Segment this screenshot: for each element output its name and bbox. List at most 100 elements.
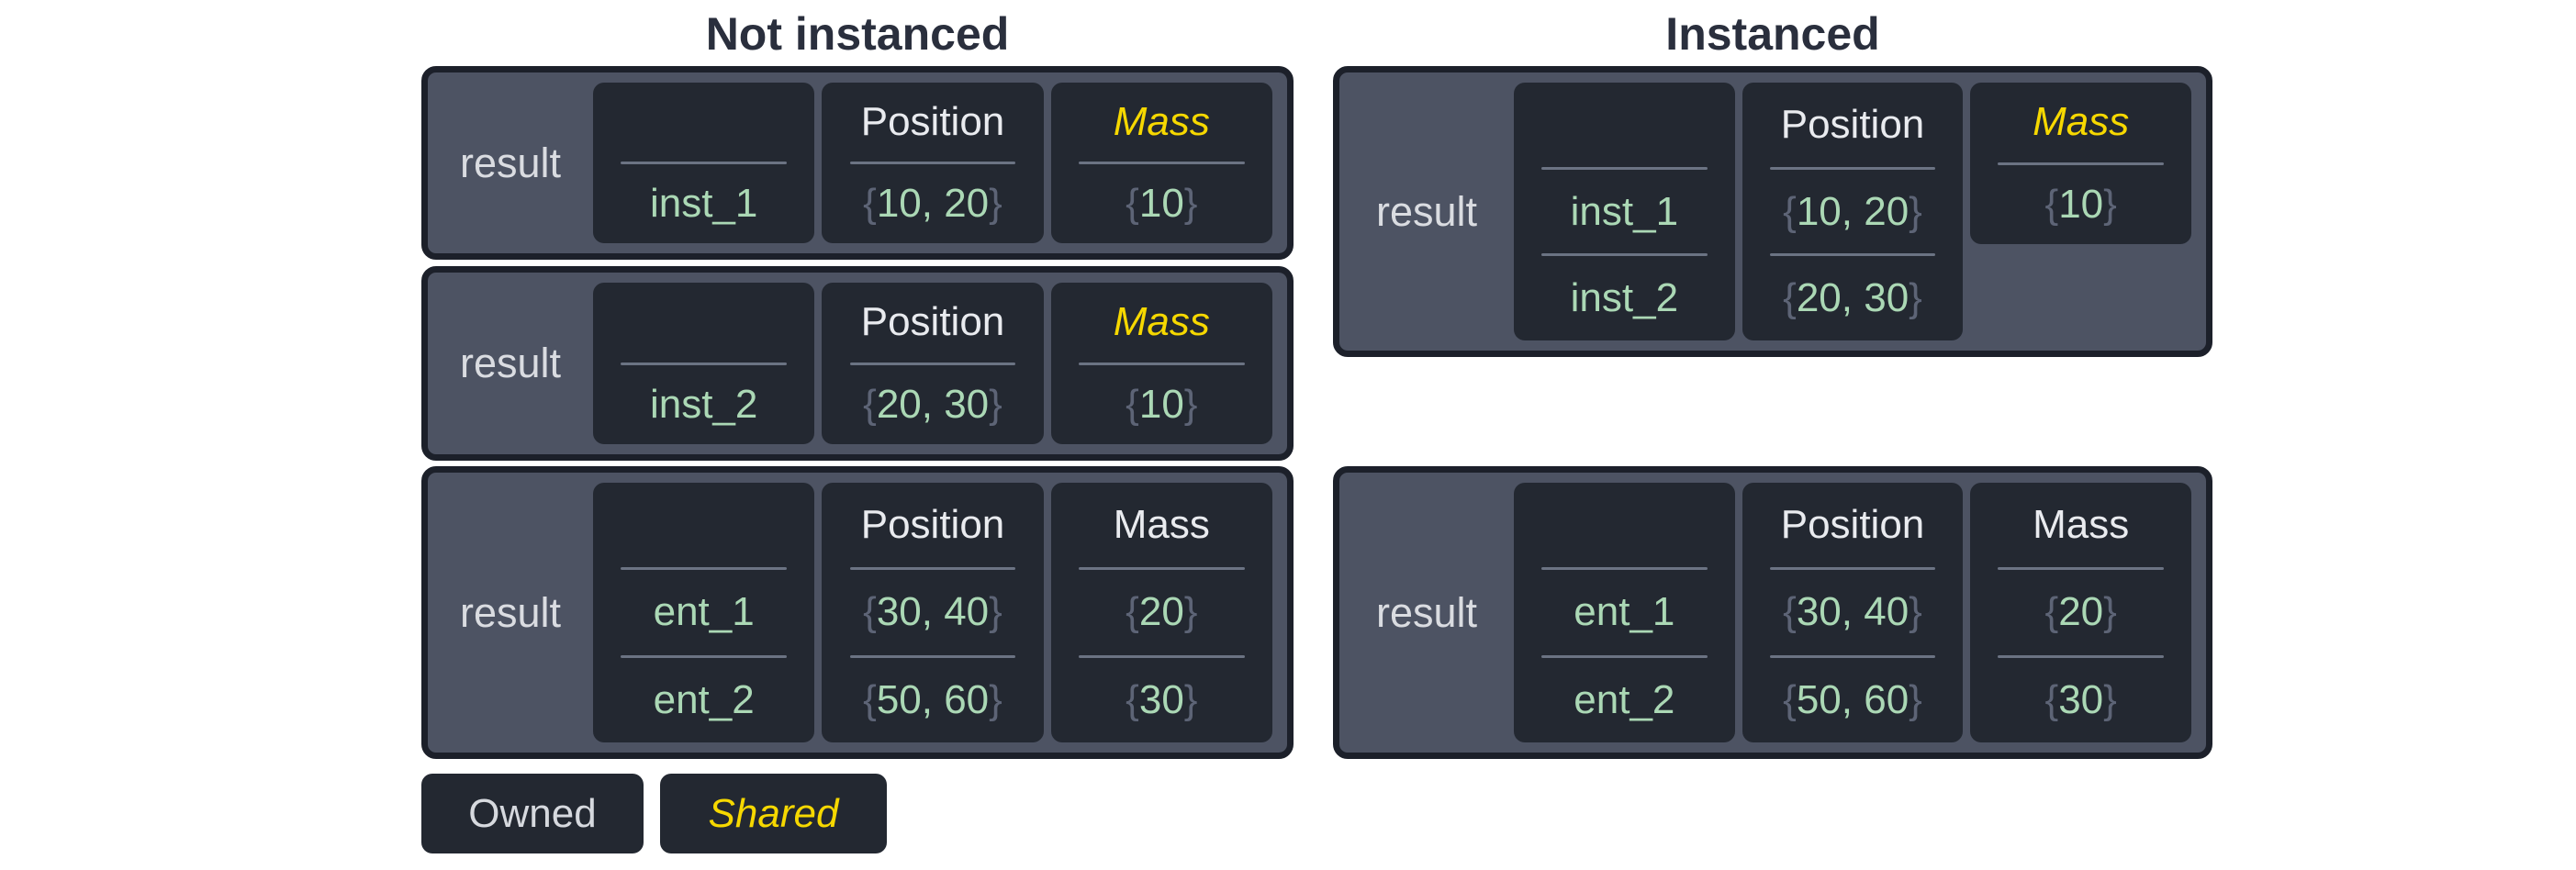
- mass-column-header: Mass: [2033, 502, 2130, 548]
- separator-line: [1769, 166, 1936, 170]
- component-value: 50, 60: [876, 676, 990, 722]
- separator-line: [1769, 567, 1936, 571]
- component-value: 10, 20: [876, 181, 990, 226]
- close-brace: }: [2103, 676, 2117, 722]
- table-label: result: [1375, 187, 1478, 235]
- open-brace: {: [2044, 589, 2059, 635]
- separator-line: [1769, 654, 1936, 658]
- separator-line: [1541, 567, 1708, 571]
- separator-line: [1078, 567, 1245, 571]
- open-brace: {: [1126, 589, 1139, 635]
- position-column-header: Position: [1780, 101, 1925, 147]
- position-column-header: Position: [860, 99, 1005, 144]
- entity-column-header: [593, 283, 814, 362]
- open-brace: {: [1783, 589, 1797, 635]
- open-brace: {: [1126, 181, 1139, 226]
- mass-column-header: Mass: [2033, 99, 2130, 145]
- open-brace: {: [1783, 676, 1797, 722]
- entity-column-header: [593, 83, 814, 162]
- entity-name: ent_1: [653, 589, 755, 635]
- entity-column-header: [1514, 83, 1735, 167]
- separator-line: [849, 567, 1016, 571]
- mass-value: {10}: [1051, 164, 1272, 243]
- component-value: 30: [1138, 676, 1184, 722]
- entity-name: ent_1: [1574, 589, 1675, 635]
- close-brace: }: [989, 589, 1002, 635]
- legend-owned-chip: Owned: [421, 774, 644, 853]
- component-value: 10, 20: [1796, 188, 1910, 234]
- close-brace: }: [1183, 676, 1198, 722]
- separator-line: [1078, 362, 1245, 365]
- table-label: result: [459, 139, 562, 186]
- component-value: 20, 30: [876, 381, 990, 427]
- mass-column: Mass{20}{30}: [1970, 483, 2192, 742]
- open-brace: {: [863, 381, 877, 427]
- open-brace: {: [1126, 381, 1139, 427]
- position-value: {10, 20}: [822, 164, 1043, 243]
- separator-line: [849, 654, 1016, 658]
- position-column: Position{30, 40}{50, 60}: [1742, 483, 1964, 742]
- position-value: {20, 30}: [1742, 256, 1964, 340]
- component-value: 10: [2058, 181, 2104, 227]
- entity-name: inst_2: [649, 381, 758, 427]
- open-brace: {: [1126, 676, 1139, 722]
- close-brace: }: [989, 181, 1002, 226]
- open-brace: {: [863, 181, 877, 226]
- separator-line: [621, 162, 788, 164]
- mass-column: Mass{20}{30}: [1050, 483, 1272, 742]
- position-value: {10, 20}: [1742, 170, 1964, 254]
- separator-line: [1998, 567, 2164, 571]
- separator-line: [1541, 654, 1708, 658]
- mass-value: {30}: [1970, 658, 2191, 742]
- separator-line: [1769, 253, 1936, 257]
- mass-value: {20}: [1051, 570, 1272, 654]
- entity-column: inst_2: [593, 283, 815, 444]
- position-value: {20, 30}: [822, 365, 1043, 445]
- position-column-header: Position: [860, 299, 1005, 345]
- separator-line: [621, 654, 788, 658]
- component-value: 10: [1138, 381, 1184, 427]
- close-brace: }: [1909, 188, 1922, 234]
- entity-name: inst_1: [1570, 188, 1679, 234]
- mass-value: {20}: [1970, 570, 2191, 654]
- close-brace: }: [989, 676, 1002, 722]
- separator-line: [1541, 166, 1708, 170]
- separator-line: [1998, 654, 2164, 658]
- component-value: 20, 30: [1796, 275, 1910, 321]
- close-brace: }: [2103, 589, 2117, 635]
- close-brace: }: [1183, 181, 1198, 226]
- position-column-header: Position: [860, 502, 1005, 548]
- position-value: {30, 40}: [822, 570, 1043, 654]
- entity-name: ent_2: [1574, 676, 1675, 722]
- mass-column: Mass{10}: [1050, 83, 1272, 243]
- close-brace: }: [1909, 589, 1922, 635]
- close-brace: }: [1909, 275, 1922, 321]
- component-value: 30: [2058, 676, 2104, 722]
- open-brace: {: [863, 676, 877, 722]
- entity-column: ent_1 ent_2: [593, 483, 815, 742]
- separator-line: [1998, 162, 2164, 165]
- section-title-not-instanced: Not instanced: [705, 8, 1010, 60]
- mass-value: {30}: [1051, 658, 1272, 742]
- entity-name: ent_2: [653, 676, 755, 722]
- close-brace: }: [989, 381, 1002, 427]
- open-brace: {: [1783, 275, 1797, 321]
- table-label: result: [459, 340, 562, 386]
- component-value: 30, 40: [1796, 589, 1910, 635]
- mass-column: Mass{10}: [1050, 283, 1272, 444]
- component-value: 20: [2058, 589, 2104, 635]
- separator-line: [849, 362, 1016, 365]
- entity-name: inst_2: [1570, 275, 1679, 321]
- position-column: Position{10, 20}{20, 30}: [1742, 83, 1964, 340]
- separator-line: [1541, 253, 1708, 257]
